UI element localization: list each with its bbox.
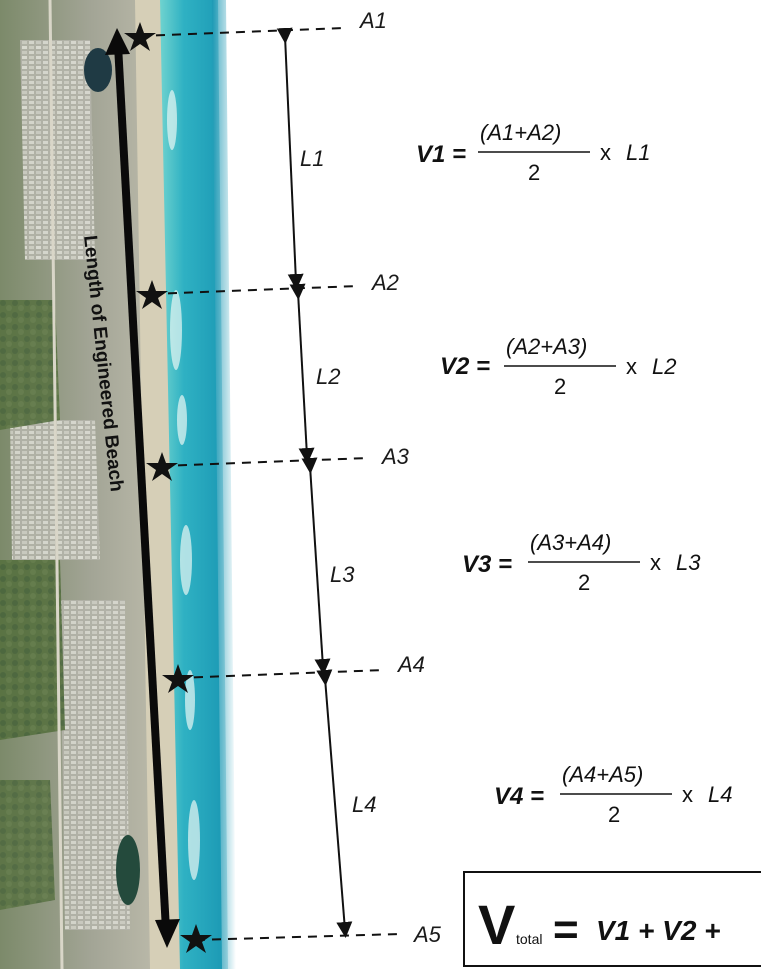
station-label-a4: A4	[396, 652, 425, 677]
equation-lhs: V4 =	[494, 783, 544, 810]
equation-length: L3	[676, 550, 701, 575]
star-a3	[146, 452, 178, 481]
equation-denominator: 2	[608, 802, 620, 827]
equation-times: x	[626, 354, 637, 379]
total-box-frame	[463, 871, 761, 967]
station-label-a3: A3	[380, 444, 410, 469]
equation-length: L2	[652, 354, 676, 379]
segment-label-l4: L4	[352, 792, 376, 817]
road	[48, 0, 64, 969]
pond	[116, 835, 140, 905]
star-a5	[180, 924, 212, 953]
segment-label-l1: L1	[300, 146, 324, 171]
equation-numerator: (A1+A2)	[480, 120, 561, 145]
segment-arrow-l1	[276, 27, 304, 290]
segment-label-l2: L2	[316, 364, 340, 389]
segment-label-l3: L3	[330, 562, 355, 587]
total-subscript: total	[516, 931, 542, 947]
arrow-head-bottom	[155, 919, 180, 948]
equation-times: x	[600, 140, 611, 165]
total-v: V	[478, 893, 515, 956]
vegetation-patch	[0, 780, 55, 910]
segment-arrow-l2	[289, 283, 315, 464]
urban-block	[20, 40, 95, 260]
aerial-photo	[0, 0, 236, 969]
equation-v2: V2 = (A2+A3) 2 x L2	[440, 334, 676, 399]
equation-lhs: V2 =	[440, 353, 490, 380]
segment-arrow-l3	[301, 457, 331, 675]
equation-times: x	[682, 782, 693, 807]
arrow-head-top	[105, 28, 130, 55]
equation-denominator: 2	[528, 160, 540, 185]
equation-numerator: (A4+A5)	[562, 762, 643, 787]
equation-times: x	[650, 550, 661, 575]
vegetation-patch	[0, 300, 60, 430]
equation-v4: V4 = (A4+A5) 2 x L4	[494, 762, 732, 827]
pond	[84, 48, 112, 92]
star-a1	[124, 22, 156, 51]
segment-arrow-l4	[316, 669, 353, 938]
segment-arrows	[276, 27, 353, 938]
equation-length: L4	[708, 782, 732, 807]
urban-block	[60, 600, 130, 930]
station-line-a2	[151, 285, 359, 295]
equation-length: L1	[626, 140, 650, 165]
surf-foam	[167, 90, 200, 880]
station-line-a3	[161, 457, 369, 467]
station-line-a4	[177, 669, 385, 679]
equation-numerator: (A2+A3)	[506, 334, 587, 359]
station-stars	[124, 22, 212, 953]
station-line-a1	[139, 27, 346, 37]
total-equals: =	[553, 905, 579, 954]
total-rhs: V1 + V2 +	[596, 915, 721, 946]
equation-denominator: 2	[554, 374, 566, 399]
beach-length-arrow	[105, 28, 180, 948]
total-volume-box: V total = V1 + V2 +	[463, 871, 761, 967]
equation-lhs: V1 =	[416, 141, 466, 168]
station-line-a5	[195, 933, 401, 941]
equation-denominator: 2	[578, 570, 590, 595]
star-a2	[136, 280, 168, 309]
equation-numerator: (A3+A4)	[530, 530, 611, 555]
station-label-a5: A5	[412, 922, 442, 947]
star-a4	[162, 664, 194, 693]
station-label-a1: A1	[358, 8, 387, 33]
equation-v1: V1 = (A1+A2) 2 x L1	[416, 120, 650, 185]
station-label-a2: A2	[370, 270, 399, 295]
sand-strip	[135, 0, 185, 969]
equation-v3: V3 = (A3+A4) 2 x L3	[462, 530, 701, 595]
vegetation-patch	[0, 560, 65, 740]
ocean	[160, 0, 228, 969]
station-lines	[139, 27, 401, 941]
equation-lhs: V3 =	[462, 551, 512, 578]
ocean-fade	[212, 0, 236, 969]
